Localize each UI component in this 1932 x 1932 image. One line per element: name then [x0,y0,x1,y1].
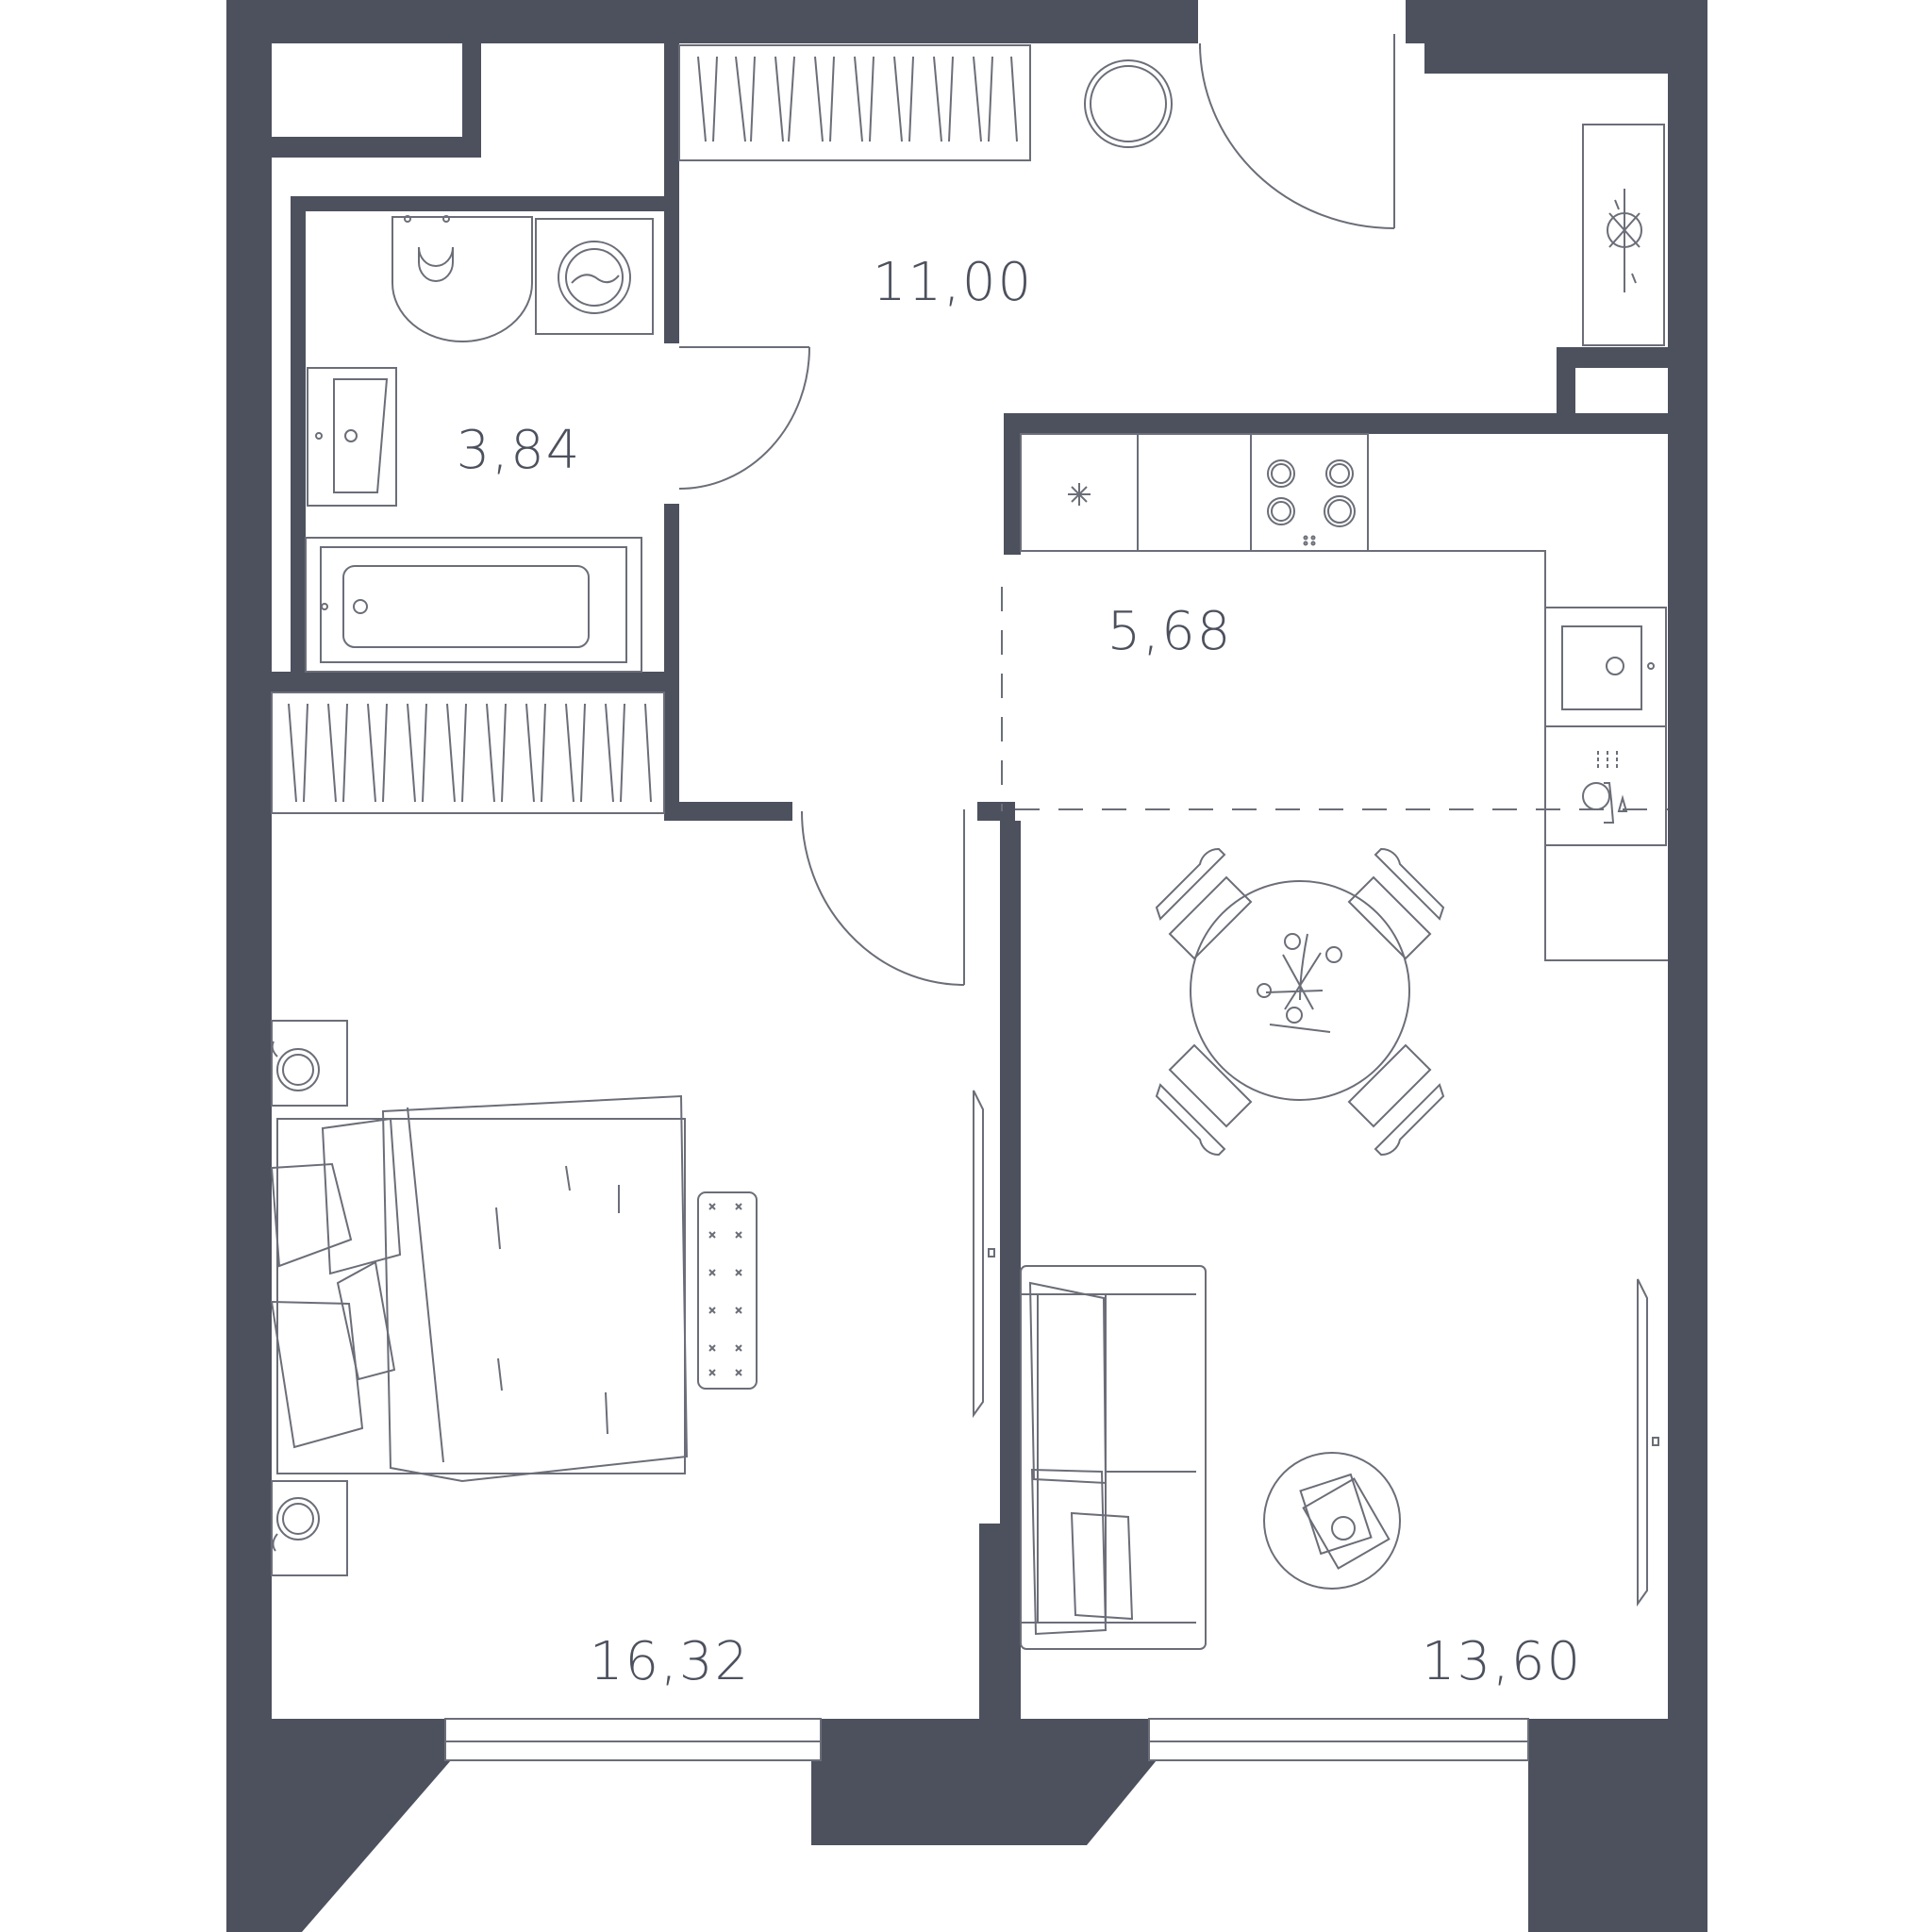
kitchen-sink-icon [1544,607,1667,727]
bedroom-door[interactable] [801,809,965,986]
nightstand-icon [271,1020,348,1107]
bedroom-living-wall-thick [979,1524,1021,1726]
wall-top-right-step [1424,0,1707,74]
wall-stub [977,802,1015,821]
chair-icon [1155,1043,1253,1157]
niche-wall-horizontal [1557,347,1668,368]
wall-top-left [226,0,1198,43]
window-bedroom [444,1718,822,1761]
walls [226,0,1707,1932]
bath-right-wall-upper [664,43,679,343]
cooktop-icon [1250,433,1369,552]
bath-bottom-wall [272,672,679,692]
wall-left [226,0,272,1726]
chair-icon [1155,847,1253,960]
niche-wall-vertical [1557,347,1575,432]
entrance-door[interactable] [1199,34,1395,229]
rug-icon [697,1191,758,1390]
wall-right [1668,57,1707,1726]
plant-icon [1582,124,1665,346]
zone-divider [1001,587,1668,811]
kitchen-top-left-wall [1004,413,1021,555]
sink-icon [307,367,397,507]
chair-icon [1347,847,1445,960]
hall-bedroom-wall [664,802,792,821]
bath-right-wall-lower [664,504,679,821]
coffee-table-icon [1263,1452,1401,1590]
wardrobe-icon [678,44,1031,161]
dishwasher-icon [1544,725,1667,846]
chair-icon [1347,1043,1445,1157]
bath-top-wall [291,196,677,211]
bedroom-area-label: 16,32 [589,1631,751,1692]
dining-table-icon [1190,880,1410,1101]
wall-bottom-center-cap [821,1719,1149,1726]
kitchen-area-label: 5,68 [1107,601,1233,662]
tv-icon [1637,1278,1659,1607]
wall-bottom-left-corner [226,1726,451,1932]
wall-bottom-right [1528,1719,1707,1932]
wall-bottom-center [811,1726,1157,1845]
double-bed-icon [270,1094,689,1483]
bathroom-door[interactable] [678,346,810,490]
washing-machine-icon [535,218,654,335]
nightstand-icon [271,1480,348,1576]
wall-bottom-left [226,1719,445,1726]
shaft-bottom [272,137,481,158]
bathtub-icon [305,537,642,673]
countertop [1021,433,1668,961]
wardrobe-icon [271,691,665,814]
bathroom-area-label: 3,84 [456,420,582,481]
living-area-label: 13,60 [1421,1631,1583,1692]
shaft-right [462,43,481,158]
fixtures [270,34,1668,1761]
hall-area-label: 11,00 [872,252,1034,313]
kitchen-top-wall [1004,413,1668,434]
sofa-icon [1020,1265,1207,1650]
bath-left-wall [291,196,306,677]
bedroom-living-wall [1000,821,1021,1726]
toilet-icon [391,215,533,342]
round-mirror-icon [1084,59,1173,148]
window-living [1148,1718,1529,1761]
refrigerator-icon [1020,433,1139,552]
tv-icon [973,1090,995,1419]
